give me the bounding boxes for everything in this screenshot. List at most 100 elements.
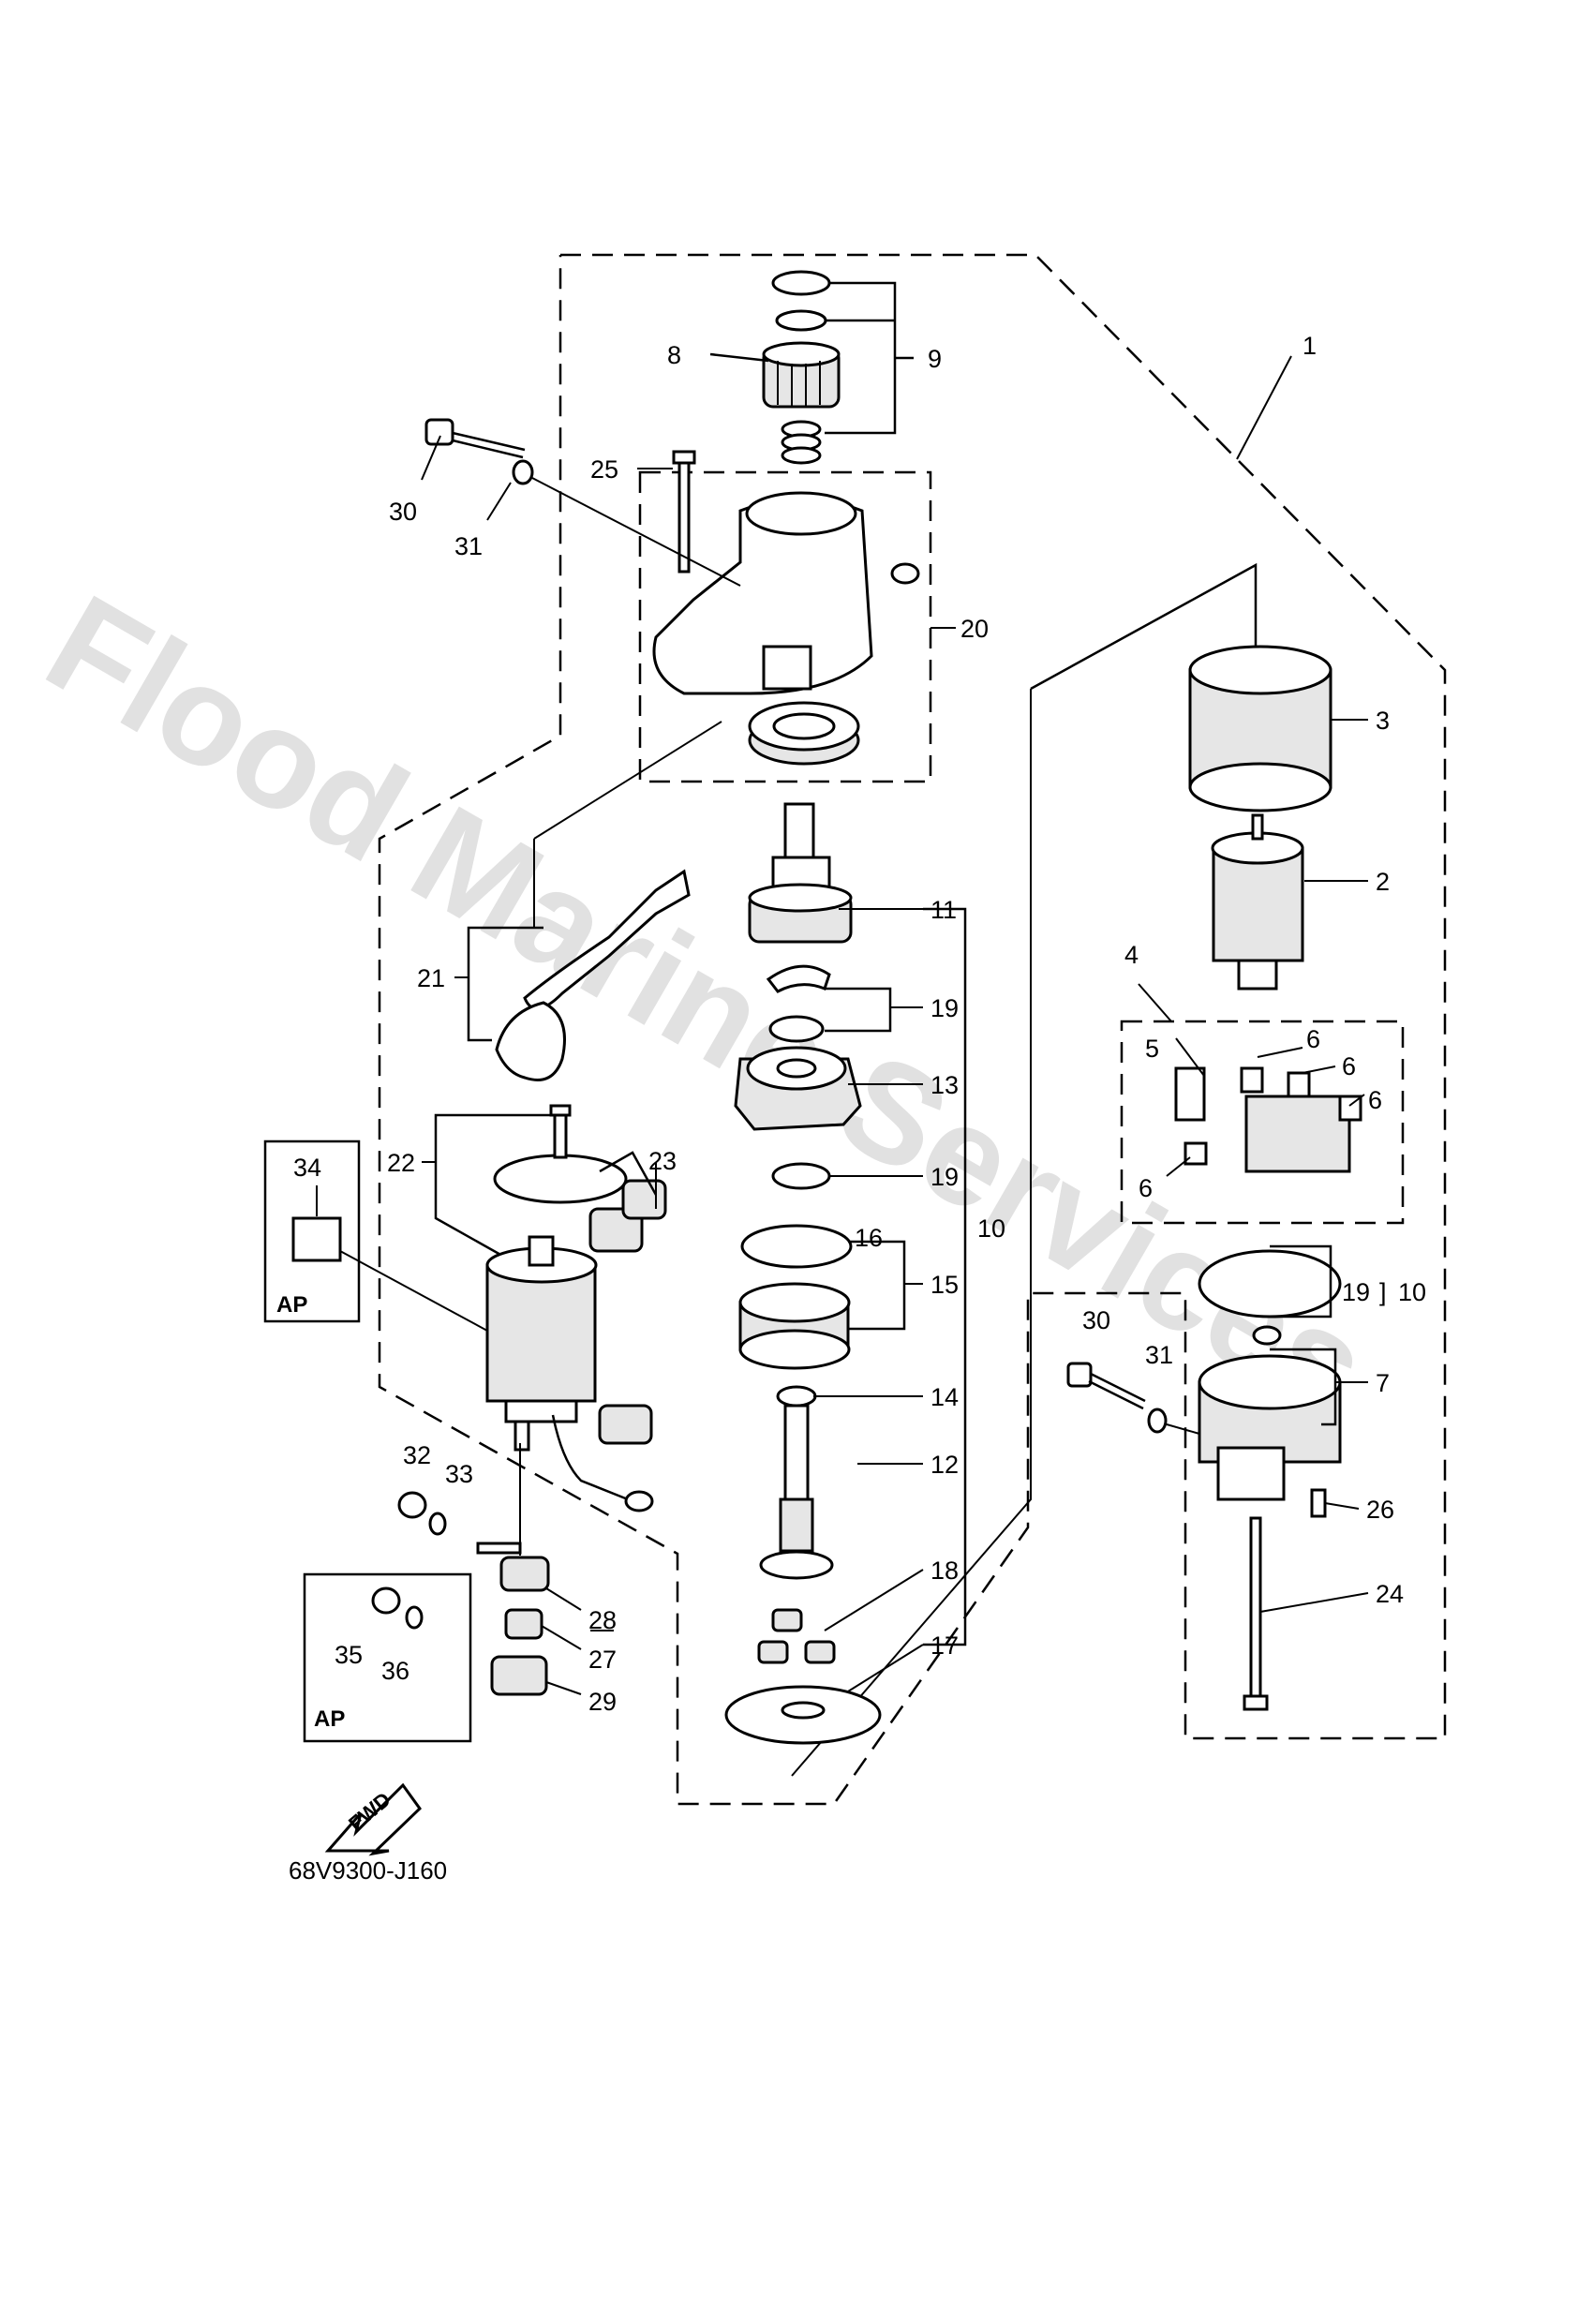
nut-32 bbox=[397, 1491, 427, 1519]
callout-15: 15 bbox=[930, 1271, 959, 1299]
spring bbox=[781, 420, 822, 465]
callout-35: 35 bbox=[335, 1641, 363, 1669]
planet-gears-18 bbox=[757, 1608, 836, 1664]
clip-ring bbox=[775, 309, 827, 332]
bolt-30-right bbox=[1066, 1362, 1146, 1410]
fwd-arrow: FWD bbox=[324, 1782, 422, 1856]
callout-31b: 31 bbox=[1145, 1341, 1173, 1369]
watermark-text: Flood Marine Services bbox=[22, 564, 1393, 1447]
shift-lever-21 bbox=[495, 869, 691, 1081]
plate-17 bbox=[724, 1685, 882, 1745]
callout-36: 36 bbox=[381, 1657, 409, 1685]
callout-23: 23 bbox=[648, 1147, 677, 1175]
bracket-21 bbox=[467, 926, 543, 1042]
e-clip bbox=[766, 964, 831, 993]
callout-11: 11 bbox=[930, 896, 957, 924]
seal-ring bbox=[771, 270, 831, 296]
callout-33: 33 bbox=[445, 1460, 473, 1488]
pinion-gear-8 bbox=[762, 341, 841, 409]
plate-19 bbox=[1198, 1249, 1342, 1318]
callout-1: 1 bbox=[1303, 332, 1317, 360]
washer-19-a bbox=[768, 1015, 825, 1043]
bearing-14 bbox=[776, 1385, 817, 1408]
callout-6c: 6 bbox=[1368, 1086, 1382, 1114]
solenoid-wire bbox=[551, 1414, 629, 1501]
yoke-group-line bbox=[791, 689, 1032, 1777]
housing-group-box-20 bbox=[638, 470, 932, 783]
callout-10a: 10 bbox=[977, 1214, 1005, 1243]
svg-text:]: ] bbox=[1379, 1278, 1387, 1306]
output-shaft-12 bbox=[759, 1404, 834, 1580]
diagram-code: 68V9300-J160 bbox=[289, 1856, 447, 1885]
callout-19a: 19 bbox=[930, 994, 959, 1022]
screw-26 bbox=[1310, 1488, 1327, 1518]
callout-31a: 31 bbox=[454, 532, 483, 560]
callout-3: 3 bbox=[1376, 707, 1390, 735]
solenoid-22 bbox=[485, 1235, 598, 1452]
callout-28: 28 bbox=[588, 1606, 617, 1634]
callout-30a: 30 bbox=[389, 498, 417, 526]
pinion-shaft-11 bbox=[748, 802, 853, 944]
armature-2 bbox=[1211, 813, 1304, 991]
bolt-25 bbox=[672, 450, 696, 574]
callout-14: 14 bbox=[930, 1383, 959, 1411]
callout-32: 32 bbox=[403, 1441, 431, 1469]
callout-7: 7 bbox=[1376, 1369, 1390, 1397]
front-housing-20 bbox=[652, 491, 920, 695]
callout-6a: 6 bbox=[1306, 1025, 1320, 1053]
callout-21: 21 bbox=[417, 964, 445, 992]
callout-2: 2 bbox=[1376, 868, 1390, 896]
callout-22: 22 bbox=[387, 1149, 415, 1177]
washer-36 bbox=[405, 1605, 424, 1630]
washer-19-b bbox=[771, 1162, 831, 1190]
washer-19-c bbox=[1252, 1325, 1282, 1346]
ap-box-34 bbox=[263, 1140, 361, 1323]
callout-12: 12 bbox=[930, 1451, 959, 1479]
callout-29: 29 bbox=[588, 1688, 617, 1716]
callout-30b: 30 bbox=[1082, 1306, 1110, 1334]
assembly-outline-1 bbox=[378, 253, 1447, 1806]
bearing bbox=[748, 701, 860, 766]
callout-34: 34 bbox=[293, 1154, 321, 1182]
callout-19-10: 19 bbox=[1342, 1278, 1370, 1306]
washer-33 bbox=[428, 1512, 447, 1536]
dust-seals-23 bbox=[588, 1179, 667, 1253]
callout-17: 17 bbox=[930, 1631, 959, 1660]
brush-holder-4 bbox=[1174, 1066, 1362, 1173]
plunger-plate-22 bbox=[493, 1104, 628, 1204]
ap-label-34: AP bbox=[276, 1292, 307, 1318]
washer-31-left bbox=[512, 459, 534, 485]
callout-4: 4 bbox=[1124, 941, 1139, 969]
terminal-bolt-28 bbox=[476, 1542, 550, 1592]
nut-35 bbox=[371, 1587, 401, 1615]
callout-9: 9 bbox=[928, 345, 942, 373]
bracket-15 bbox=[848, 1240, 906, 1331]
brush-group-box-4 bbox=[1120, 1020, 1405, 1225]
label-plate-34 bbox=[291, 1216, 342, 1262]
bracket-10 bbox=[923, 907, 967, 1646]
callout-5: 5 bbox=[1145, 1035, 1159, 1063]
callout-20: 20 bbox=[960, 615, 989, 643]
callout-26: 26 bbox=[1366, 1496, 1394, 1524]
plunger-cap bbox=[598, 1404, 653, 1445]
nut-27 bbox=[504, 1608, 543, 1640]
callout-10b: 10 bbox=[1398, 1278, 1426, 1306]
callout-6d: 6 bbox=[1139, 1174, 1153, 1202]
callout-18: 18 bbox=[930, 1557, 959, 1585]
ap-box-35-36 bbox=[303, 1572, 472, 1743]
through-bolt-24 bbox=[1243, 1516, 1269, 1711]
snap-ring-16 bbox=[740, 1224, 853, 1269]
terminal-cover-29 bbox=[490, 1655, 548, 1696]
bolt-30-left bbox=[424, 418, 526, 459]
callout-27: 27 bbox=[588, 1646, 617, 1674]
callout-19b: 19 bbox=[930, 1163, 959, 1191]
callout-13: 13 bbox=[930, 1071, 959, 1099]
callout-24: 24 bbox=[1376, 1580, 1404, 1608]
washer-31-right bbox=[1147, 1408, 1168, 1434]
bracket-19-a bbox=[825, 987, 892, 1033]
callout-25: 25 bbox=[590, 455, 618, 484]
callout-8: 8 bbox=[667, 341, 681, 369]
callout-16: 16 bbox=[855, 1224, 883, 1252]
end-cover-7 bbox=[1198, 1354, 1342, 1501]
